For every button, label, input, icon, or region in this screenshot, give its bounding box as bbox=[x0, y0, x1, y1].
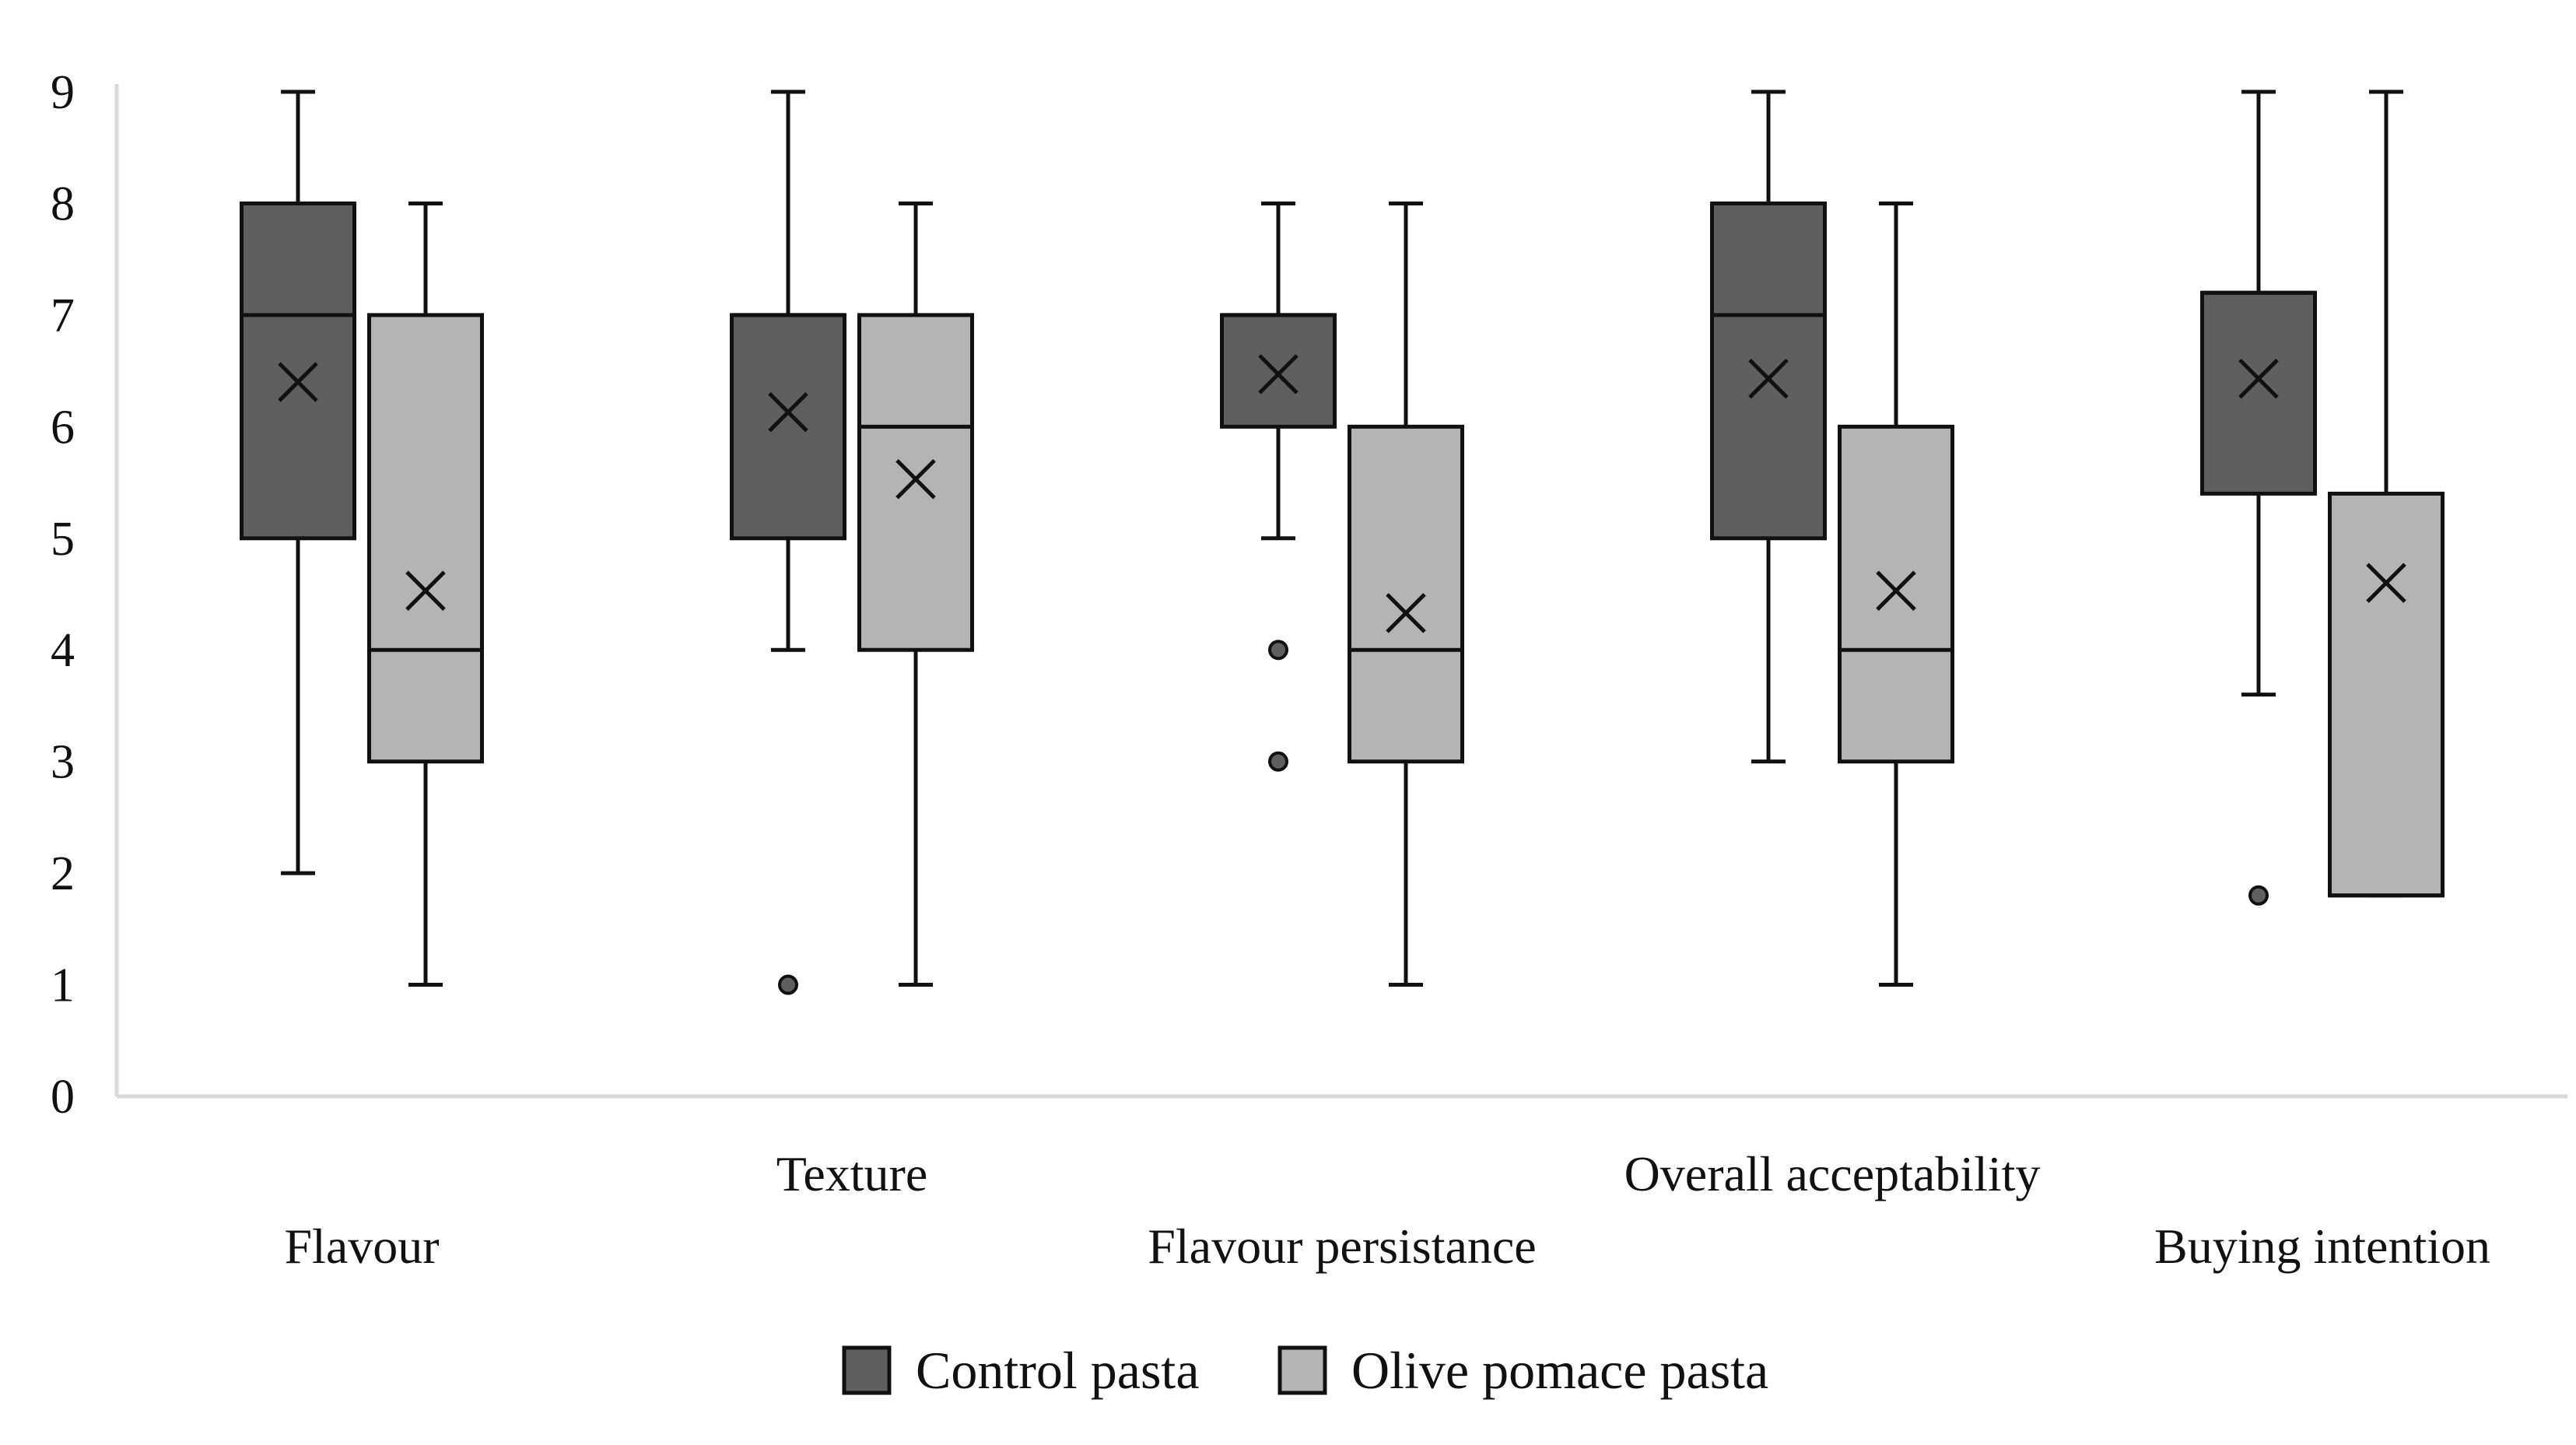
y-tick-label: 6 bbox=[51, 401, 75, 454]
mean-marker bbox=[1876, 570, 1916, 611]
y-tick-label: 3 bbox=[51, 736, 75, 789]
mean-marker bbox=[2238, 358, 2279, 399]
mean-marker bbox=[2366, 563, 2406, 603]
y-tick-label: 2 bbox=[51, 847, 75, 900]
y-tick-label: 0 bbox=[51, 1071, 75, 1124]
y-tick-label: 5 bbox=[51, 513, 75, 566]
box-iqr bbox=[1348, 424, 1464, 764]
x-category-label: Flavour bbox=[284, 1219, 439, 1274]
mean-marker bbox=[895, 458, 936, 500]
outlier-point bbox=[778, 974, 798, 995]
legend-swatch bbox=[842, 1345, 892, 1395]
mean-marker bbox=[278, 362, 318, 402]
box-iqr bbox=[2200, 290, 2317, 496]
box-iqr bbox=[857, 313, 974, 652]
outlier-point bbox=[1268, 751, 1288, 772]
box-iqr bbox=[367, 313, 484, 764]
outlier-point bbox=[1268, 640, 1288, 661]
box-iqr bbox=[2328, 491, 2445, 898]
box-iqr bbox=[730, 313, 846, 541]
y-tick-label: 7 bbox=[51, 289, 75, 342]
legend-swatch bbox=[1277, 1345, 1327, 1395]
x-category-label: Flavour persistance bbox=[1148, 1219, 1536, 1274]
box-iqr bbox=[1220, 313, 1337, 429]
y-tick-label: 9 bbox=[51, 66, 75, 119]
outlier-point bbox=[2248, 885, 2269, 906]
y-tick-label: 8 bbox=[51, 177, 75, 230]
box-iqr bbox=[1838, 424, 1954, 764]
x-category-label: Buying intention bbox=[2154, 1219, 2490, 1274]
x-category-label: Overall acceptability bbox=[1624, 1146, 2041, 1201]
y-tick-label: 1 bbox=[51, 959, 75, 1012]
legend-label: Control pasta bbox=[916, 1341, 1200, 1400]
mean-marker bbox=[1258, 354, 1299, 395]
legend-label: Olive pomace pasta bbox=[1351, 1341, 1768, 1400]
mean-marker bbox=[405, 570, 446, 611]
box-iqr bbox=[240, 201, 356, 541]
box-iqr bbox=[1710, 201, 1827, 541]
mean-marker bbox=[1386, 593, 1426, 633]
x-category-label: Texture bbox=[776, 1146, 928, 1201]
mean-marker bbox=[1748, 358, 1789, 399]
y-tick-label: 4 bbox=[51, 624, 75, 677]
mean-marker bbox=[768, 391, 808, 433]
